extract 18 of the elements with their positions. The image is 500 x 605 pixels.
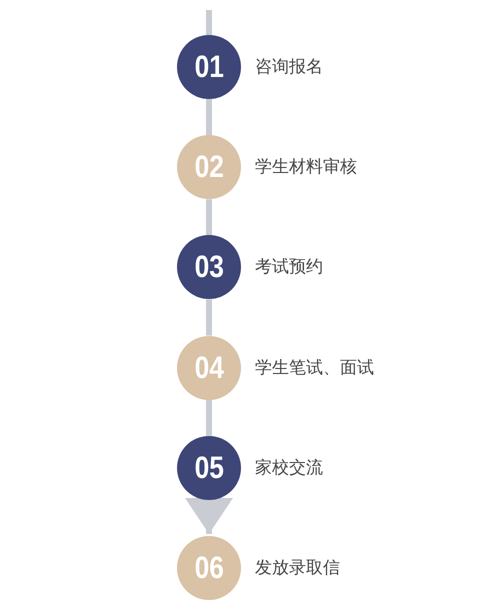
connector-line — [206, 10, 212, 35]
step-label: 家校交流 — [255, 456, 323, 479]
step-label: 学生材料审核 — [255, 156, 357, 178]
step-number: 02 — [194, 149, 224, 186]
step-label: 学生笔试、面试 — [255, 356, 374, 379]
arrow — [185, 498, 233, 534]
step-number: 04 — [194, 350, 224, 386]
step-number: 06 — [194, 550, 224, 586]
step-label: 发放录取信 — [255, 557, 340, 579]
step-label: 咨询报名 — [255, 56, 323, 78]
connector-line — [206, 99, 212, 136]
step-label: 考试预约 — [255, 256, 323, 278]
step-number: 05 — [194, 450, 224, 486]
connector-line — [206, 199, 212, 236]
step-number: 01 — [194, 49, 224, 85]
connector-line — [206, 299, 212, 336]
step-number: 03 — [194, 249, 224, 286]
connector-line — [206, 400, 212, 436]
